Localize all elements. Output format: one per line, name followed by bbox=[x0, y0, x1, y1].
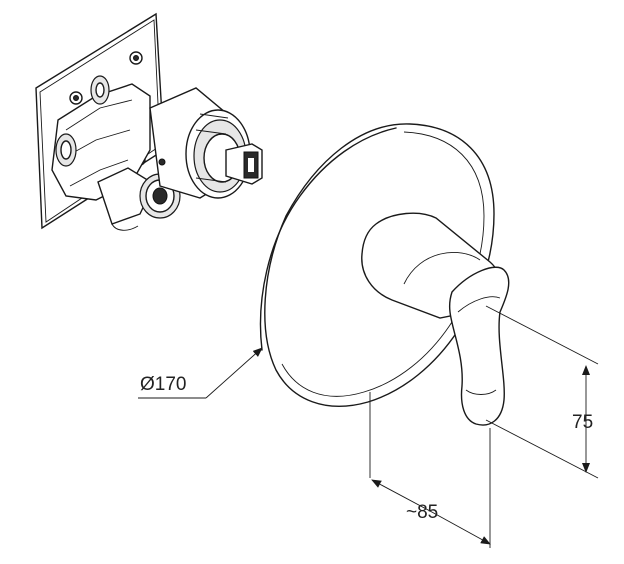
dimension-depth: ~85 bbox=[369, 392, 491, 548]
trim-set bbox=[259, 123, 510, 426]
depth-label: ~85 bbox=[406, 502, 438, 523]
diameter-label: Ø170 bbox=[140, 374, 186, 395]
concealed-valve-body bbox=[35, 12, 263, 231]
height-label: 75 bbox=[572, 412, 593, 433]
dimension-height: 75 bbox=[485, 305, 599, 479]
dimension-diameter: Ø170 bbox=[138, 347, 263, 399]
lever-handle bbox=[448, 266, 510, 426]
spindle bbox=[225, 143, 263, 185]
cartridge-cylinder bbox=[149, 87, 251, 199]
pipe-connections bbox=[55, 75, 110, 167]
